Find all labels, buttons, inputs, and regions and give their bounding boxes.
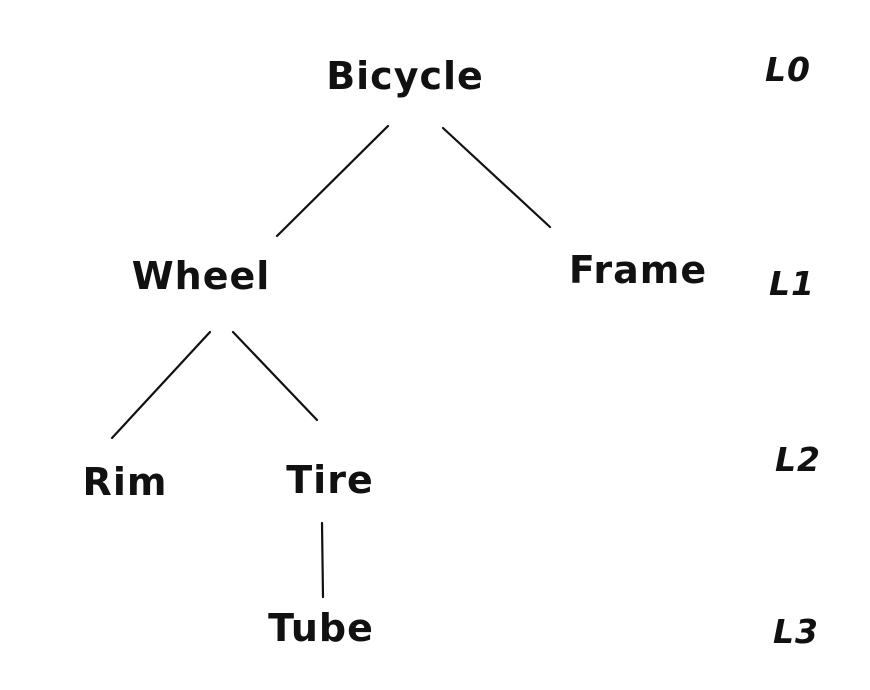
- node-frame: Frame: [568, 248, 708, 292]
- node-bicycle: Bicycle: [326, 54, 484, 98]
- edge-bicycle-wheel: [275, 124, 390, 238]
- node-wheel: Wheel: [131, 254, 271, 298]
- edge-bicycle-frame: [441, 126, 552, 229]
- node-tube: Tube: [268, 606, 374, 650]
- edge-tire-tube: [320, 521, 325, 599]
- level-label-l0: L0: [765, 50, 811, 89]
- node-tire: Tire: [286, 458, 374, 502]
- edge-wheel-rim: [110, 330, 212, 440]
- level-label-l2: L2: [775, 440, 821, 479]
- node-rim: Rim: [82, 460, 168, 504]
- level-label-l3: L3: [773, 612, 819, 651]
- level-label-l1: L1: [769, 264, 815, 303]
- edge-wheel-tire: [231, 330, 319, 422]
